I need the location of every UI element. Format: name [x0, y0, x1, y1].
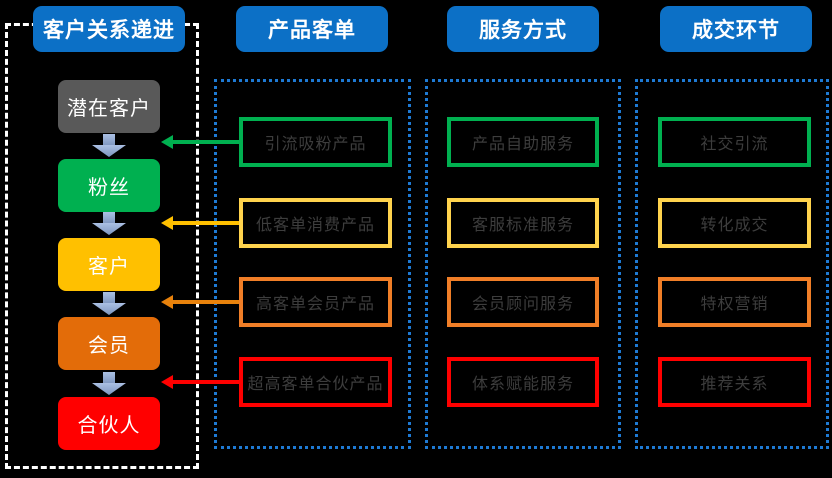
arrow-head-left-icon — [161, 135, 173, 149]
product-box-traffic: 引流吸粉产品 — [239, 117, 392, 167]
closing-box-privilege: 特权营销 — [658, 277, 811, 327]
header-closing-stage: 成交环节 — [660, 6, 812, 52]
arrow-shaft — [171, 140, 239, 144]
link-arrow-orange — [161, 295, 239, 309]
product-box-high-ticket: 高客单会员产品 — [239, 277, 392, 327]
closing-box-conversion: 转化成交 — [658, 198, 811, 248]
header-service-mode: 服务方式 — [447, 6, 599, 52]
stage-partner: 合伙人 — [58, 397, 160, 450]
closing-column-frame — [635, 79, 829, 449]
service-column-frame — [425, 79, 621, 449]
link-arrow-red — [161, 375, 239, 389]
arrow-shaft — [171, 300, 239, 304]
flow-down-arrow-icon — [92, 212, 126, 235]
closing-box-social-traffic: 社交引流 — [658, 117, 811, 167]
closing-box-referral: 推荐关系 — [658, 357, 811, 407]
arrow-shaft — [171, 380, 239, 384]
flow-down-arrow-icon — [92, 292, 126, 315]
flow-down-arrow-icon — [92, 134, 126, 157]
flow-down-arrow-icon — [92, 372, 126, 395]
header-product-price-tier: 产品客单 — [236, 6, 388, 52]
stage-customer: 客户 — [58, 238, 160, 291]
service-box-advisor: 会员顾问服务 — [447, 277, 599, 327]
stage-fans: 粉丝 — [58, 159, 160, 212]
product-box-partner: 超高客单合伙产品 — [239, 357, 392, 407]
stage-potential-customer: 潜在客户 — [58, 80, 160, 133]
product-column-frame — [214, 79, 411, 449]
arrow-head-left-icon — [161, 216, 173, 230]
arrow-head-left-icon — [161, 375, 173, 389]
product-box-low-ticket: 低客单消费产品 — [239, 198, 392, 248]
service-box-standard: 客服标准服务 — [447, 198, 599, 248]
service-box-empowerment: 体系赋能服务 — [447, 357, 599, 407]
link-arrow-yellow — [161, 216, 239, 230]
service-box-self-serve: 产品自助服务 — [447, 117, 599, 167]
link-arrow-green — [161, 135, 239, 149]
header-customer-progression: 客户关系递进 — [33, 6, 185, 52]
stage-member: 会员 — [58, 317, 160, 370]
arrow-head-left-icon — [161, 295, 173, 309]
arrow-shaft — [171, 221, 239, 225]
